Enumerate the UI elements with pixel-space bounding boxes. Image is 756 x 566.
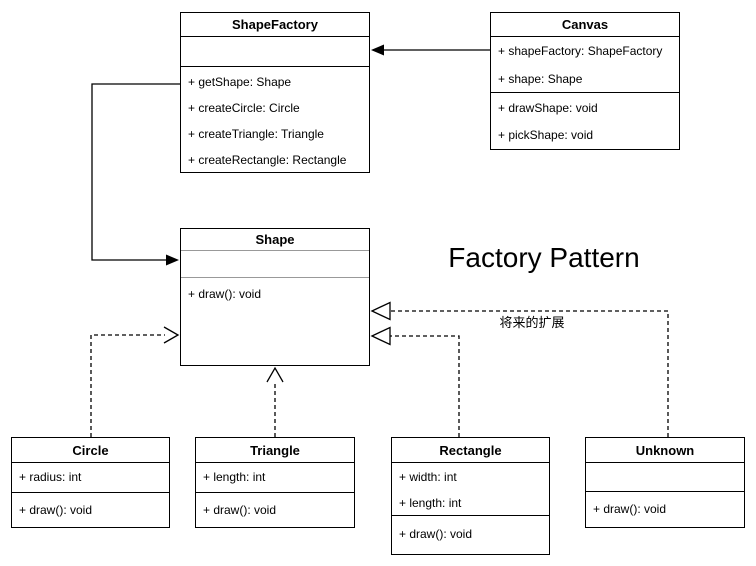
filled-arrowhead-icon [166,254,179,266]
class-attribute: + shape: Shape [498,72,583,86]
class-box-rectangle: Rectangle + width: int + length: int + d… [391,437,550,555]
class-attribute: + width: int [399,470,457,484]
edge-circle-to-shape [90,334,165,437]
open-arrowhead-icon [266,366,284,383]
edge-label-future-extension: 将来的扩展 [499,315,565,330]
class-method: + pickShape: void [498,128,594,142]
class-attribute: + length: int [203,470,266,484]
class-title: Rectangle [392,438,549,463]
class-title: Unknown [586,438,744,463]
methods-compartment: + getShape: Shape + createCircle: Circle… [181,67,369,173]
methods-compartment: + draw(): void [392,516,549,554]
class-box-shape: Shape + draw(): void [180,228,370,366]
class-method: + createCircle: Circle [188,101,300,115]
methods-compartment: + drawShape: void + pickShape: void [491,93,679,149]
attributes-compartment [181,37,369,67]
class-attribute: + length: int [399,496,462,510]
class-box-canvas: Canvas + shapeFactory: ShapeFactory + sh… [490,12,680,150]
class-method: + createRectangle: Rectangle [188,153,347,167]
class-method: + draw(): void [19,503,93,517]
hollow-triangle-arrowhead-icon [370,301,391,321]
class-method: + draw(): void [188,287,262,301]
class-title: ShapeFactory [181,13,369,37]
methods-compartment: + draw(): void [12,493,169,527]
attributes-compartment [181,251,369,278]
class-box-unknown: Unknown + draw(): void [585,437,745,528]
methods-compartment: + draw(): void [181,278,369,365]
class-method: + createTriangle: Triangle [188,127,324,141]
class-method: + getShape: Shape [188,75,292,89]
class-box-circle: Circle + radius: int + draw(): void [11,437,170,528]
hollow-triangle-arrowhead-icon [370,326,391,346]
class-attribute: + shapeFactory: ShapeFactory [498,44,663,58]
class-attribute: + radius: int [19,470,82,484]
open-arrowhead-icon [163,326,180,344]
class-title: Shape [181,229,369,251]
class-method: + draw(): void [203,503,277,517]
attributes-compartment: + shapeFactory: ShapeFactory + shape: Sh… [491,37,679,93]
class-title: Triangle [196,438,354,463]
methods-compartment: + draw(): void [196,493,354,527]
edge-shapefactory-to-shape [91,83,180,261]
attributes-compartment: + radius: int [12,463,169,493]
attributes-compartment [586,463,744,492]
attributes-compartment: + length: int [196,463,354,493]
attributes-compartment: + width: int + length: int [392,463,549,516]
edge-rectangle-to-shape [390,335,460,437]
class-method: + drawShape: void [498,101,598,115]
methods-compartment: + draw(): void [586,492,744,527]
filled-arrowhead-icon [371,44,384,56]
class-box-triangle: Triangle + length: int + draw(): void [195,437,355,528]
class-method: + draw(): void [399,527,473,541]
class-title: Canvas [491,13,679,37]
class-method: + draw(): void [593,502,667,516]
class-box-shapefactory: ShapeFactory + getShape: Shape + createC… [180,12,370,173]
class-title: Circle [12,438,169,463]
diagram-title: Factory Pattern [448,242,640,273]
